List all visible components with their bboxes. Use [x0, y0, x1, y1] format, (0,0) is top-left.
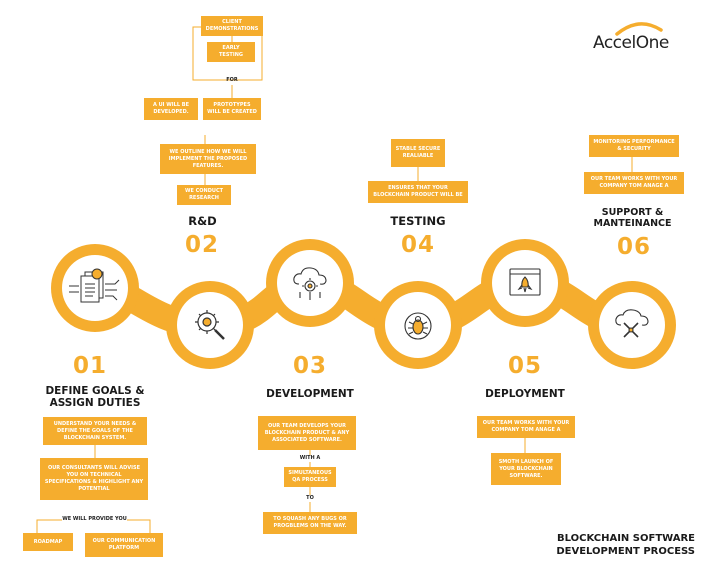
step-01-box-consultants: OUR CONSULTANTS WILL ADVISE YOU ON TECHN… [40, 458, 148, 500]
gear-search-icon [195, 310, 225, 340]
step-02-box-prototypes: PROTOTYPES WILL BE CREATED [203, 98, 261, 120]
documents-circuit-icon [69, 268, 120, 303]
step-01-box-platform: OUR COMMUNICATION PLATFORM [85, 533, 163, 557]
step-04-title: TESTING [390, 214, 446, 228]
step-01-connector: WE WILL PROVIDE YOU [62, 516, 127, 522]
cloud-tools-icon [615, 309, 649, 338]
step-05-number: 05 [507, 353, 542, 379]
cloud-gear-icon [293, 267, 327, 300]
step-02-number: 02 [184, 232, 219, 258]
step-03-title: DEVELOPMENT [266, 388, 354, 400]
step-06-box-team: OUR TEAM WORKS WITH YOUR COMPANY TOM ANA… [584, 172, 684, 194]
footer-title: BLOCKCHAIN SOFTWARE DEVELOPMENT PROCESS [556, 533, 695, 557]
step-01-title: DEFINE GOALS &ASSIGN DUTIES [45, 385, 145, 409]
step-01-number: 01 [72, 353, 107, 379]
step-03-connector-with: WITH A [299, 455, 321, 461]
step-03-box-bugs: TO SQUASH ANY BUGS OR PROGBLEMS ON THE W… [263, 512, 357, 534]
step-05-box-launch: SMOTH LAUNCH OF YOUR BLOCKCHAIN SOFTWARE… [491, 453, 561, 485]
step-02-box-outline: WE OUTLINE HOW WE WILL IMPLEMENT THE PRO… [160, 144, 256, 174]
step-06-number: 06 [616, 234, 651, 260]
step-02-box-research: WE CONDUCT RESEARCH [177, 185, 231, 205]
logo-arc-icon [615, 22, 663, 36]
step-05-title: DEPLOYMENT [485, 388, 565, 400]
step-03-connector-to: TO [306, 495, 314, 501]
rocket-browser-icon [509, 268, 541, 296]
step-03-number: 03 [292, 353, 327, 379]
step-05-box-works: OUR TEAM WORKS WITH YOUR COMPANY TOM ANA… [477, 416, 575, 438]
step-03-box-develops: OUR TEAM DEVELOPS YOUR BLOCKCHAIN PRODUC… [258, 416, 356, 450]
step-02-box-early-testing: EARLY TESTING [207, 42, 255, 62]
step-03-box-qa: SIMULTANEOUS QA PROCESS [284, 467, 336, 487]
step-04-box-stable: STABLE SECURE REALIABLE [391, 139, 445, 167]
step-01-box-roadmap: ROADMAP [23, 533, 73, 551]
step-02-box-demos: CLIENT DEMONSTRATIONS [201, 16, 263, 36]
step-04-number: 04 [400, 232, 435, 258]
step-06-box-monitoring: MONITORING PERFORMANCE & SECURITY [589, 135, 679, 157]
bug-target-icon [404, 312, 432, 340]
brand-logo-text: AccelOne [593, 33, 669, 53]
step-02-box-ui: A UI WILL BE DEVELOPED. [144, 98, 198, 120]
step-02-connector: FOR [226, 77, 238, 83]
step-06-title: SUPPORT &MANTEINANCE [593, 207, 672, 229]
step-04-box-ensures: ENSURES THAT YOUR BLOCKCHAIN PRODUCT WIL… [368, 181, 468, 203]
step-02-title: R&D [188, 214, 217, 228]
step-01-box-needs: UNDERSTAND YOUR NEEDS & DEFINE THE GOALS… [43, 417, 147, 445]
